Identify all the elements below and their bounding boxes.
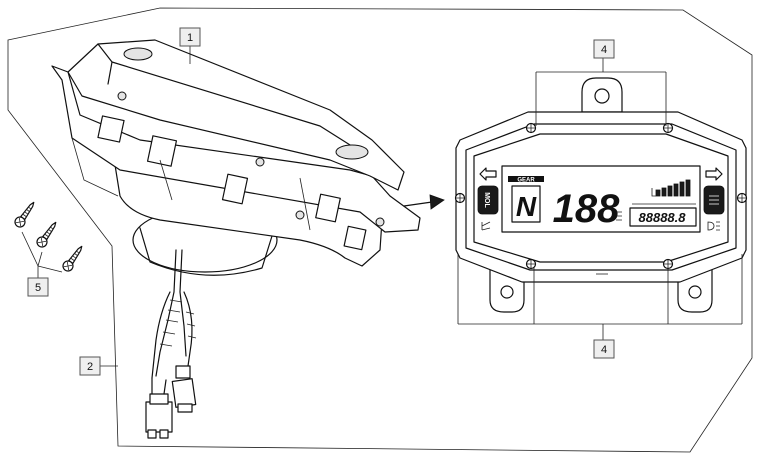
tapping-screws xyxy=(14,201,83,272)
gear-label: GEAR xyxy=(517,178,535,184)
callout-1: 1 xyxy=(179,27,201,47)
left-mode-button[interactable] xyxy=(477,185,499,215)
callout-5-label: 5 xyxy=(35,282,41,294)
left-turn-arrow-icon xyxy=(479,167,497,181)
meter-top-cover xyxy=(67,39,405,191)
display-front-view: MOL GEAR N 188 88888.8 xyxy=(454,77,748,313)
gear-value: N xyxy=(516,191,537,222)
odometer-window xyxy=(629,207,697,227)
callout-4-bottom-label: 4 xyxy=(601,344,607,356)
gear-label-bar xyxy=(508,176,544,182)
direction-arrow xyxy=(403,194,445,210)
meter-housing-lower xyxy=(114,159,383,267)
odometer-digits: 88888.8 xyxy=(639,210,687,225)
meter-assembly xyxy=(51,39,421,276)
leader-lines xyxy=(21,46,743,367)
right-turn-arrow-icon xyxy=(705,167,723,181)
callout-4-bottom: 4 xyxy=(593,339,615,359)
speed-digits: 188 xyxy=(553,187,620,231)
connector-b xyxy=(171,378,197,408)
gear-window xyxy=(511,185,541,223)
callout-2-label: 2 xyxy=(87,361,93,373)
callout-2: 2 xyxy=(79,356,101,376)
meter-flange xyxy=(51,65,421,233)
wire-harness xyxy=(145,249,197,439)
left-button-label: MOL xyxy=(483,192,490,208)
callout-4-top-label: 4 xyxy=(601,44,607,56)
assembly-boundary xyxy=(7,7,753,453)
high-beam-icon xyxy=(707,221,720,231)
connector-a xyxy=(145,401,173,433)
low-beam-icon xyxy=(481,221,491,231)
callout-5: 5 xyxy=(27,277,49,297)
callout-4-top: 4 xyxy=(593,39,615,59)
callout-1-label: 1 xyxy=(187,32,193,44)
